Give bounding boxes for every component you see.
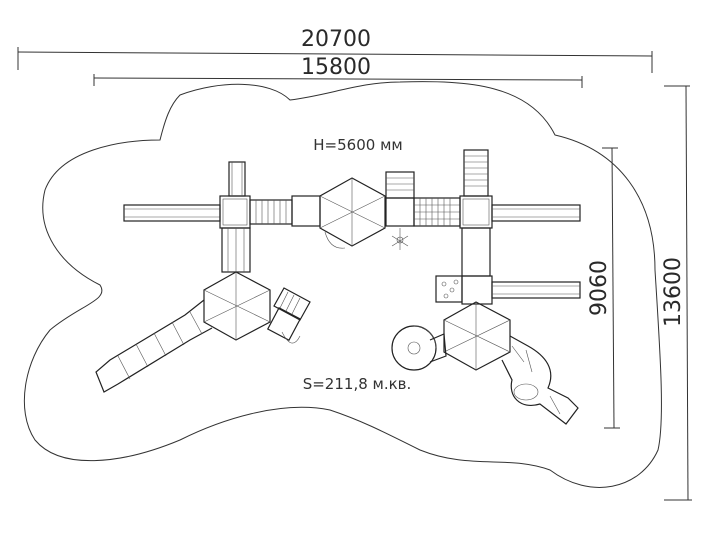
dimension-overall-width: 20700 <box>17 27 653 73</box>
left-vertical-passage <box>221 227 251 273</box>
height-label: H=5600 мм <box>313 136 402 154</box>
right-vertical-passage <box>461 227 493 305</box>
left-top-ladder <box>228 161 246 197</box>
dimension-overall-depth: 13600 <box>661 85 692 501</box>
left-bridge <box>249 199 293 225</box>
lower-right-hex-tower <box>443 301 511 371</box>
right-top-slide <box>491 204 581 222</box>
right-top-ladder <box>463 149 489 197</box>
lower-right-tube-slide <box>501 335 579 425</box>
dimension-equipment-depth: 9060 <box>587 147 620 429</box>
overall-depth-value: 13600 <box>661 257 686 327</box>
lower-left-ladder <box>266 287 311 344</box>
left-tower <box>219 195 251 229</box>
safety-zone-outline <box>23 81 662 488</box>
center-ladder <box>385 171 415 250</box>
center-left-platform <box>291 195 321 227</box>
overall-width-value: 20700 <box>301 27 371 52</box>
climbing-panel <box>435 275 463 303</box>
net-bridge <box>413 197 461 227</box>
equipment-width-value: 15800 <box>301 55 371 80</box>
equipment-depth-value: 9060 <box>587 260 612 316</box>
dimension-equipment-width: 15800 <box>93 55 583 88</box>
right-tower <box>459 195 493 229</box>
area-label: S=211,8 м.кв. <box>303 375 412 393</box>
center-hex-tower <box>319 177 386 249</box>
lower-left-hex-tower <box>203 271 271 341</box>
spiral-slide <box>391 325 447 371</box>
left-side-slide <box>123 204 221 222</box>
lower-left-tube-slide <box>95 299 213 393</box>
right-lower-slide <box>491 281 581 299</box>
